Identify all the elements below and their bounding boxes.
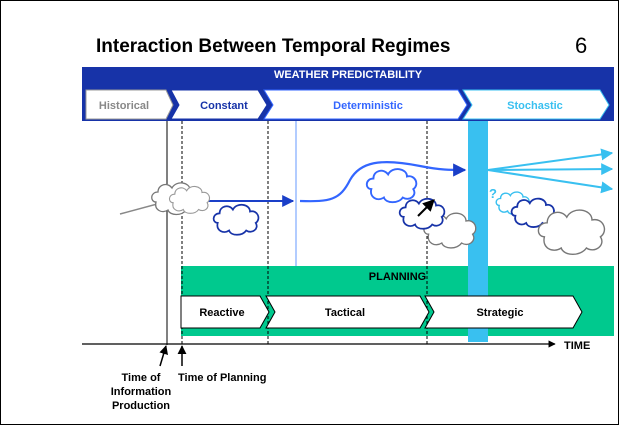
phase-reactive — [180, 295, 270, 329]
cloud-motion-arrow — [417, 199, 435, 217]
phase-deterministic — [263, 89, 468, 120]
stochastic-arrow-2 — [487, 163, 614, 176]
phase-deterministic-label: Deterministic — [333, 100, 403, 112]
stochastic-arrow-3 — [487, 169, 614, 194]
deterministic-cloud-icon — [398, 197, 446, 230]
phase-tactical — [265, 295, 430, 329]
stochastic-arrow-1 — [487, 148, 614, 171]
phase-constant — [170, 89, 268, 120]
weather-predictability-label: WEATHER PREDICTABILITY — [273, 69, 423, 81]
slide-title: Interaction Between Temporal Regimes — [96, 36, 451, 57]
information-production-note: Time of Information Production — [110, 372, 172, 412]
phase-historical-label: Historical — [99, 100, 149, 112]
historical-cloud-icon-2 — [168, 185, 211, 214]
stochastic-cloud-grey-icon — [537, 209, 606, 256]
uncertainty-question-mark: ? — [489, 186, 497, 201]
phase-tactical-label: Tactical — [325, 307, 365, 319]
stochastic-bar — [468, 121, 488, 342]
planning-time-note: Time of Planning — [178, 372, 267, 384]
deterministic-cloud-top-icon — [365, 168, 418, 204]
planning-label: PLANNING — [368, 271, 427, 283]
phase-strategic-label: Strategic — [476, 307, 523, 319]
phase-historical — [85, 89, 174, 120]
phase-reactive-label: Reactive — [199, 307, 244, 319]
phase-constant-label: Constant — [200, 100, 248, 112]
constant-cloud-icon — [212, 203, 260, 236]
deterministic-trajectory — [299, 160, 467, 203]
phase-stochastic — [462, 89, 610, 120]
phase-stochastic-label: Stochastic — [507, 100, 563, 112]
information-production-pointer — [159, 345, 168, 367]
phase-strategic — [424, 295, 583, 329]
time-axis-label: TIME — [564, 340, 590, 352]
slide-number: 6 — [575, 33, 588, 58]
